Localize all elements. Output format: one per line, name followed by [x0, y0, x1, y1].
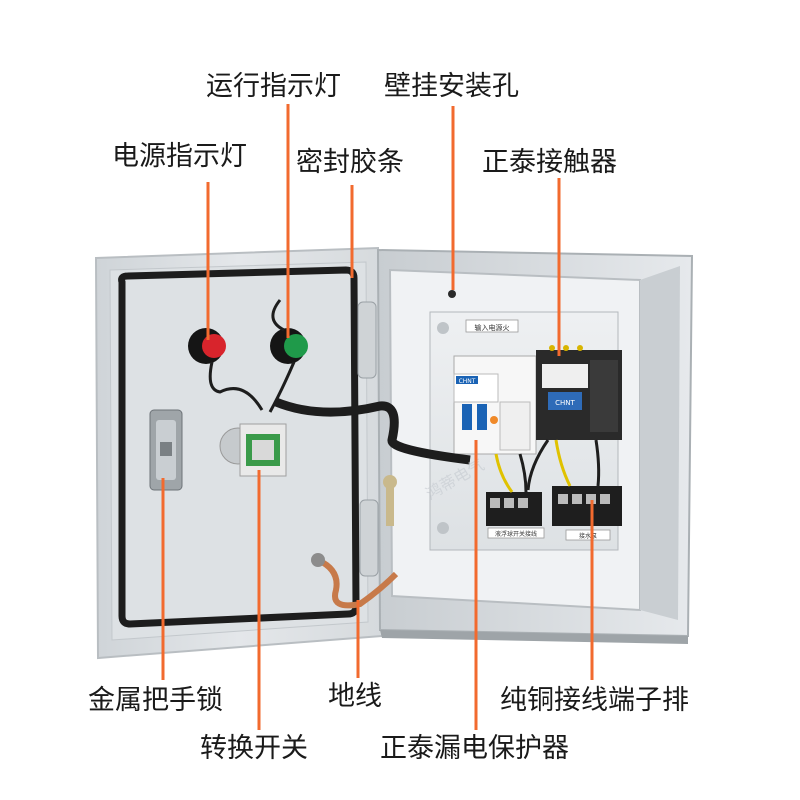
label-ground-wire: 地线 [328, 681, 382, 712]
door-wiring [208, 299, 471, 609]
label-selector-switch: 转换开关 [200, 733, 308, 764]
label-leakage-protector: 正泰漏电保护器 [380, 733, 569, 764]
box-wiring [494, 439, 601, 493]
label-wall-mount-hole: 壁挂安装孔 [384, 71, 519, 102]
leakage-protector: CHNT [453, 355, 537, 455]
contactor-brand: CHNT [555, 399, 575, 407]
door-hinges [357, 301, 379, 577]
selector-switch[interactable] [219, 423, 287, 477]
wall-mount-hole [448, 290, 456, 298]
label-metal-handle-lock: 金属把手锁 [88, 685, 223, 716]
breaker-handle-2[interactable] [477, 404, 487, 430]
leader-lines [161, 104, 594, 730]
left-terminal-tag: 液浮球开关接线 [495, 530, 537, 538]
metal-handle-lock[interactable] [149, 409, 183, 491]
terminal-block-left: 液浮球开关接线 [486, 492, 545, 539]
right-terminal-tag: 接水泵 [579, 532, 597, 540]
run-indicator-lamp [270, 328, 308, 364]
contactor: CHNT [536, 345, 622, 440]
label-run-indicator: 运行指示灯 [206, 71, 341, 102]
breaker-handle[interactable] [462, 404, 472, 430]
terminal-block-right: 接水泵 [552, 486, 622, 541]
door-key [383, 475, 397, 526]
top-tag-text: 输入电源火 [475, 323, 510, 332]
label-contactor: 正泰接触器 [482, 147, 617, 178]
ground-wire [316, 557, 399, 609]
label-copper-terminal-block: 纯铜接线端子排 [500, 685, 689, 716]
label-power-indicator: 电源指示灯 [112, 141, 247, 172]
breaker-brand: CHNT [459, 378, 476, 385]
label-seal-strip: 密封胶条 [296, 147, 404, 178]
